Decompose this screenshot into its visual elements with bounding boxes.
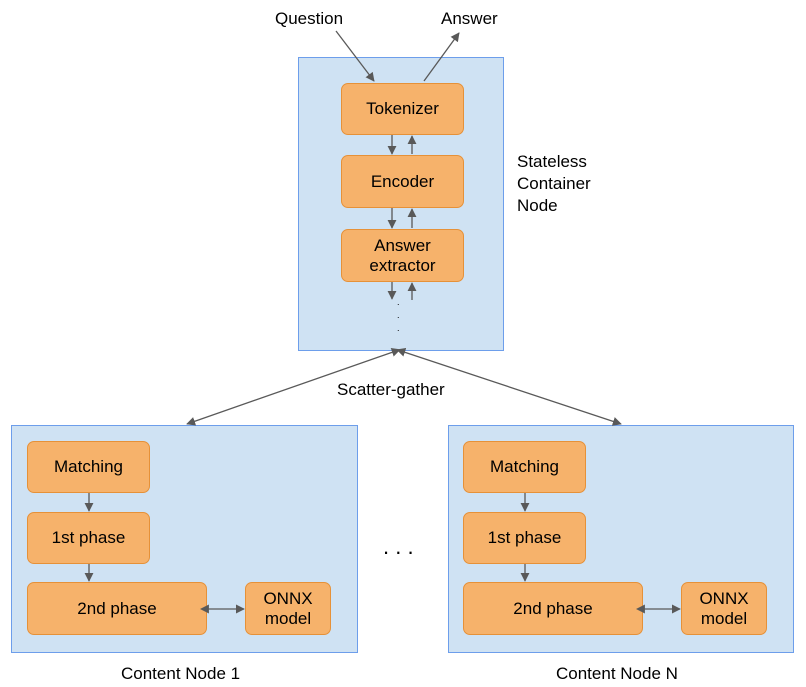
matching-box-1: Matching: [27, 441, 150, 493]
answer-extractor-box: Answer extractor: [341, 229, 464, 282]
tokenizer-box: Tokenizer: [341, 83, 464, 135]
scatter-gather-arrow-node1: [186, 348, 401, 426]
scatter-gather-arrow-noden: [396, 348, 622, 426]
phase2-label-1: 2nd phase: [77, 598, 157, 618]
onnx-model-label-1: ONNX model: [263, 588, 313, 628]
phase1-box-1: 1st phase: [27, 512, 150, 564]
between-nodes-ellipsis: . . .: [383, 534, 414, 559]
answer-extractor-label: Answer extractor: [369, 235, 436, 275]
phase1-box-n: 1st phase: [463, 512, 586, 564]
phase2-box-n: 2nd phase: [463, 582, 643, 635]
answer-arrow: [423, 32, 460, 82]
stateless-ellipsis: . . .: [397, 296, 409, 336]
encoder-label: Encoder: [370, 171, 435, 191]
phase1-label-1: 1st phase: [51, 528, 126, 547]
answer-label: Answer: [441, 9, 498, 28]
phase2-box-1: 2nd phase: [27, 582, 207, 635]
matching-box-n: Matching: [463, 441, 586, 493]
phase1-label-n: 1st phase: [487, 528, 562, 547]
encoder-box: Encoder: [341, 155, 464, 208]
onnx-model-box-n: ONNX model: [681, 582, 767, 635]
matching-label-1: Matching: [54, 457, 123, 476]
stateless-container-node-label: Stateless Container Node: [517, 152, 591, 215]
phase2-label-n: 2nd phase: [513, 598, 593, 618]
tokenizer-label: Tokenizer: [366, 99, 439, 118]
onnx-model-box-1: ONNX model: [245, 582, 331, 635]
question-arrow: [335, 30, 375, 82]
content-node-n-label: Content Node N: [556, 664, 678, 683]
onnx-model-label-n: ONNX model: [699, 588, 749, 628]
content-node-1-label: Content Node 1: [121, 664, 241, 683]
stateless-ellipsis-text: . . .: [397, 297, 400, 333]
matching-label-n: Matching: [490, 457, 559, 476]
scatter-gather-label: Scatter-gather: [337, 380, 445, 399]
question-label: Question: [275, 9, 344, 28]
